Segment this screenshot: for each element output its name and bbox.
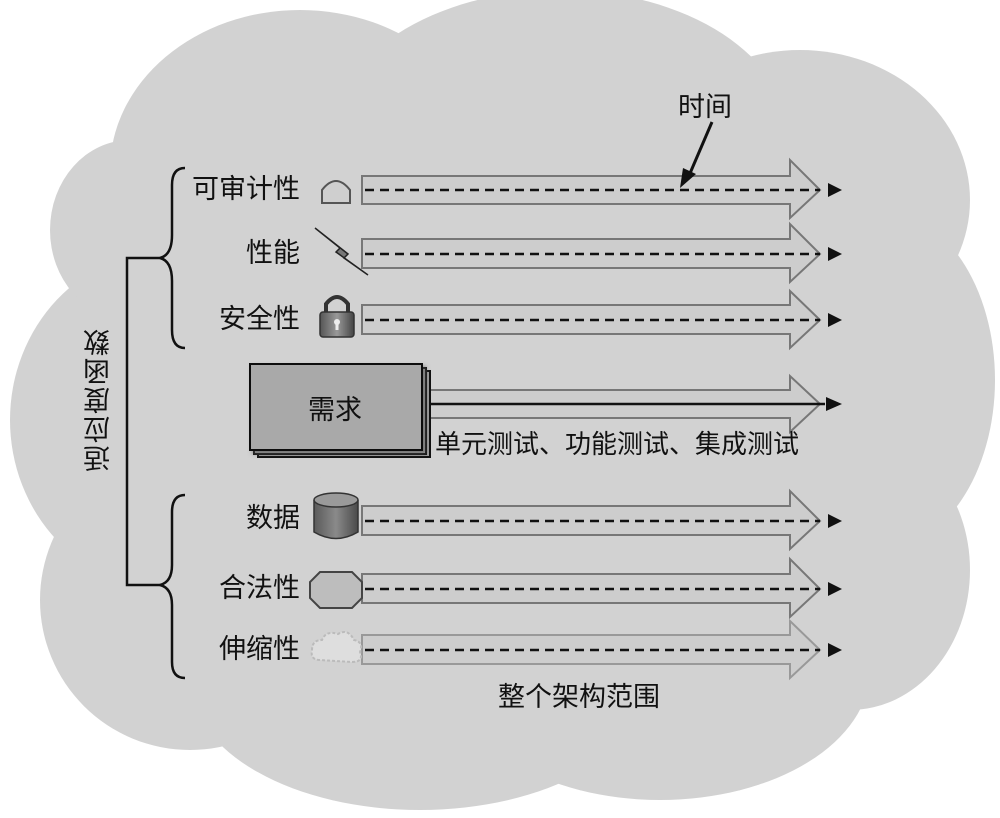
row-label-data: 数据 [246,503,300,534]
scope-label: 整个架构范围 [498,682,660,713]
row-arrow-auditability [361,157,842,221]
octagon-icon [309,571,363,609]
bottom-curly-brace [159,493,186,680]
row-arrow-security [361,288,842,351]
row-label-security: 安全性 [219,304,300,335]
fitness-function-label: 适应度函数 [84,327,115,473]
row-arrow-legality [361,556,842,620]
row-label-auditability: 可审计性 [192,174,300,205]
lightning-icon [314,227,369,276]
requirements-stack [249,363,431,458]
time-pointer-arrow [680,121,714,188]
row-arrow-performance [361,221,842,285]
row-label-performance: 性能 [246,238,300,269]
time-label: 时间 [678,92,732,123]
row-arrow-scalability [361,618,842,681]
requirements-label: 需求 [308,394,362,426]
top-curly-brace [159,166,186,350]
padlock-icon [319,295,355,338]
fitness-bracket [125,256,160,587]
cloud-icon [310,631,363,664]
tests-label: 单元测试、功能测试、集成测试 [435,430,800,460]
row-arrow-data [361,488,842,552]
database-icon [313,492,359,540]
dome-icon [321,180,351,204]
row-arrow-requirements [424,373,842,435]
row-label-legality: 合法性 [219,573,300,604]
row-label-scalability: 伸缩性 [219,634,300,665]
